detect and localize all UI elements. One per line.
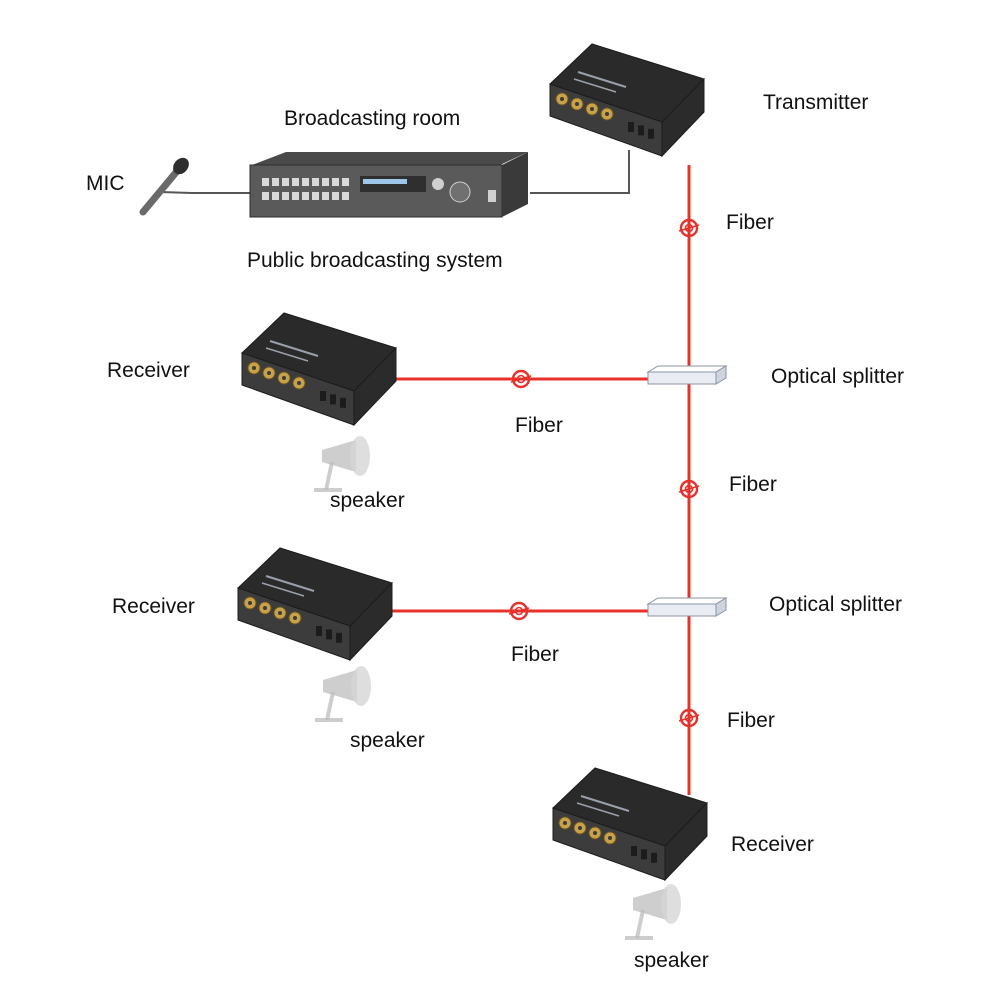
microphone-icon [139,157,189,216]
optical-splitter-label-2: Optical splitter [769,593,903,616]
mic-label: MIC [86,172,125,195]
speaker-label-2: speaker [350,729,425,752]
fiber-coil-icon [510,369,532,389]
speaker-label-1: speaker [330,489,405,512]
public-broadcasting-system-label: Public broadcasting system [247,249,503,272]
fiber-label-5: Fiber [727,709,775,732]
fiber-coil-icon [678,708,700,728]
fiber-coil-icon [678,218,700,238]
fiber-label-2: Fiber [515,414,563,437]
optical-splitter-label-1: Optical splitter [771,365,905,388]
speaker-icon [314,436,370,492]
optical-splitter-icon [646,365,728,385]
fiber-label-1: Fiber [726,211,774,234]
receiver-label-2: Receiver [112,595,195,618]
speaker-label-3: speaker [634,949,709,972]
fiber-coil-icon [508,601,530,621]
receiver-label-3: Receiver [731,833,814,856]
amplifier-transmitter-cable [530,150,630,194]
media-converter-icon [552,767,708,882]
audio-cables [159,150,630,194]
broadcast-amplifier-icon [249,152,528,218]
speaker-icon [625,884,681,940]
receiver-label-1: Receiver [107,359,190,382]
fiber-coil-icon [678,479,700,499]
media-converter-icon [549,43,705,158]
fiber-label-4: Fiber [511,643,559,666]
fiber-label-3: Fiber [729,473,777,496]
speaker-icon [315,666,371,722]
optical-splitter-icon [646,597,728,617]
transmitter-label: Transmitter [763,91,869,114]
media-converter-icon [237,547,393,662]
mic-cable [159,191,250,194]
broadcasting-room-label: Broadcasting room [284,107,461,130]
media-converter-icon [241,312,397,427]
